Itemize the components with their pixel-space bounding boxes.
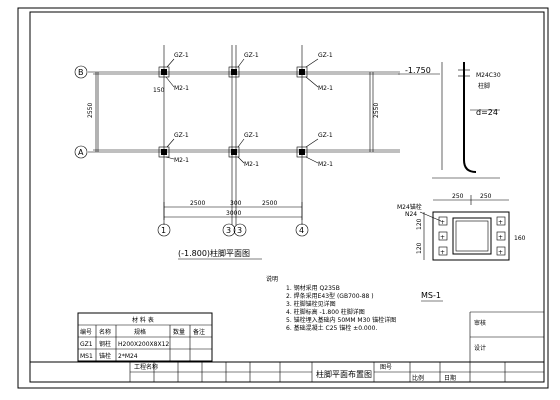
dim-seg-right: 2500 <box>262 200 277 207</box>
dim-seg-left: 2500 <box>190 200 205 207</box>
column-a3 <box>228 146 240 158</box>
table-cell: H200X200X8X12 <box>118 341 169 348</box>
table-header: 编号 <box>80 328 92 336</box>
title-block: 柱脚平面布置图 工程名称 图号 比例 日期 设计 审核 <box>30 311 544 382</box>
bolt-label: M2-1 <box>174 85 189 92</box>
title-field: 比例 <box>412 374 424 382</box>
svg-text:+: + <box>498 249 503 256</box>
svg-text:+: + <box>498 234 503 241</box>
outer-border <box>17 7 549 389</box>
axis-bubble-1 <box>157 223 171 237</box>
column-b4 <box>296 66 308 78</box>
column-label: GZ-1 <box>318 52 333 59</box>
material-table: 材 料 表 编号 名称 规格 数量 备注 GZ1 钢柱 H200X200X8X1… <box>77 312 213 362</box>
column-label: GZ-1 <box>244 52 259 59</box>
note-item: 6. 基础混凝土 C25 锚栓 ±0.000. <box>286 324 377 332</box>
column-section <box>452 217 492 255</box>
axis-label: B <box>78 68 84 77</box>
note-item: 4. 柱脚标高 -1.800 柱脚详图 <box>286 308 365 316</box>
svg-text:+: + <box>440 249 445 256</box>
inner-border <box>29 11 545 383</box>
dim-left: 2550 <box>87 103 94 118</box>
title-field: 设计 <box>474 344 486 352</box>
dim-seg-mid: 300 <box>230 200 242 207</box>
title-field: 工程名称 <box>134 363 158 371</box>
horizontal-dimensions: 2500 300 2500 3000 <box>163 200 303 220</box>
title-field: 图号 <box>380 364 392 371</box>
axis-bubble-4 <box>295 223 309 237</box>
section-elevation: -1.750 <box>405 66 431 75</box>
table-header: 规格 <box>134 328 146 336</box>
table-cell: MS1 <box>80 353 93 360</box>
ms-side-dim-extra: 160 <box>514 235 526 242</box>
table-cell: 锚栓 <box>99 352 111 360</box>
vertical-dimensions: 2550 2550 150 <box>87 72 380 152</box>
axis-bubbles: B A 1 3 3 4 <box>74 65 309 237</box>
column-b3 <box>228 66 240 78</box>
ms-dim-right: 250 <box>480 193 492 200</box>
ms-anchor-sub: N24 <box>405 211 417 218</box>
column-a4 <box>296 146 308 158</box>
dim-small: 150 <box>153 87 165 94</box>
axis-bubble-3b <box>233 223 247 237</box>
axis-bubble-b <box>74 65 88 79</box>
note-item: 2. 焊条采用E43型 (GB700-88 ) <box>286 292 374 300</box>
note-item: 5. 锚栓埋入基础内 50MM M30 锚栓详图 <box>286 316 396 324</box>
axis-label: 4 <box>299 226 304 235</box>
column-labels: GZ-1 GZ-1 GZ-1 GZ-1 GZ-1 GZ-1 M2-1 M2-1 … <box>165 52 333 168</box>
axis-label: A <box>78 148 84 157</box>
ms-title: MS-1 <box>421 291 441 300</box>
table-cell: 2*M24 <box>118 353 138 360</box>
section-bolt-spec: d=24 <box>476 108 498 117</box>
notes-heading: 说明 <box>266 275 278 283</box>
bolt-label: M2-1 <box>174 157 189 164</box>
ms-anchor-label: M24锚栓 <box>397 203 422 211</box>
column-label: GZ-1 <box>174 132 189 139</box>
table-header: 备注 <box>193 328 205 336</box>
ms-side-dim-bottom: 120 <box>416 242 423 254</box>
column-markers <box>158 66 308 158</box>
plan-title: (-1.800)柱脚平面图 <box>178 248 250 258</box>
axis-bubble-a <box>74 145 88 159</box>
bolt-label: M2-1 <box>318 85 333 92</box>
column-label: GZ-1 <box>174 52 189 59</box>
column-a1 <box>158 146 170 158</box>
note-item: 3. 柱脚锚栓见详图 <box>286 300 336 308</box>
section-note: M24C30 <box>476 72 501 79</box>
bolt-label: M2-1 <box>318 161 333 168</box>
notes-block: 说明 1. 钢材采用 Q235B 2. 焊条采用E43型 (GB700-88 )… <box>266 275 396 332</box>
note-item: 1. 钢材采用 Q235B <box>286 284 340 292</box>
table-cell: 钢柱 <box>99 340 111 348</box>
section-note2: 柱脚 <box>478 82 490 90</box>
svg-text:+: + <box>440 234 445 241</box>
axis-label: 3 <box>237 226 242 235</box>
bolt-holes: + + + + + + <box>438 216 506 256</box>
column-label: GZ-1 <box>244 132 259 139</box>
svg-text:+: + <box>498 219 503 226</box>
axis-label: 1 <box>161 226 166 235</box>
material-table-title: 材 料 表 <box>132 316 154 324</box>
table-header: 数量 <box>173 328 185 336</box>
table-cell: GZ1 <box>80 341 93 348</box>
svg-text:+: + <box>440 219 445 226</box>
title-field: 审核 <box>474 319 486 327</box>
ms-side-dim-top: 120 <box>416 218 423 230</box>
ms-dim-left: 250 <box>452 193 464 200</box>
title-field: 日期 <box>444 374 456 382</box>
base-plate <box>432 211 510 261</box>
axis-bubble-3a <box>222 223 236 237</box>
column-b1 <box>158 66 170 78</box>
section-view: -1.750 M24C30 柱脚 d=24 <box>398 62 501 179</box>
dim-total: 3000 <box>226 210 241 217</box>
table-header: 名称 <box>99 328 111 336</box>
ms-detail: + + + + + + 250 250 M24锚栓 N24 120 120 16… <box>397 193 526 302</box>
axis-label: 3 <box>226 226 231 235</box>
column-label: GZ-1 <box>318 132 333 139</box>
bolt-label: M2-1 <box>244 161 259 168</box>
drawing-name: 柱脚平面布置图 <box>316 369 372 379</box>
dim-right: 2550 <box>373 103 380 118</box>
